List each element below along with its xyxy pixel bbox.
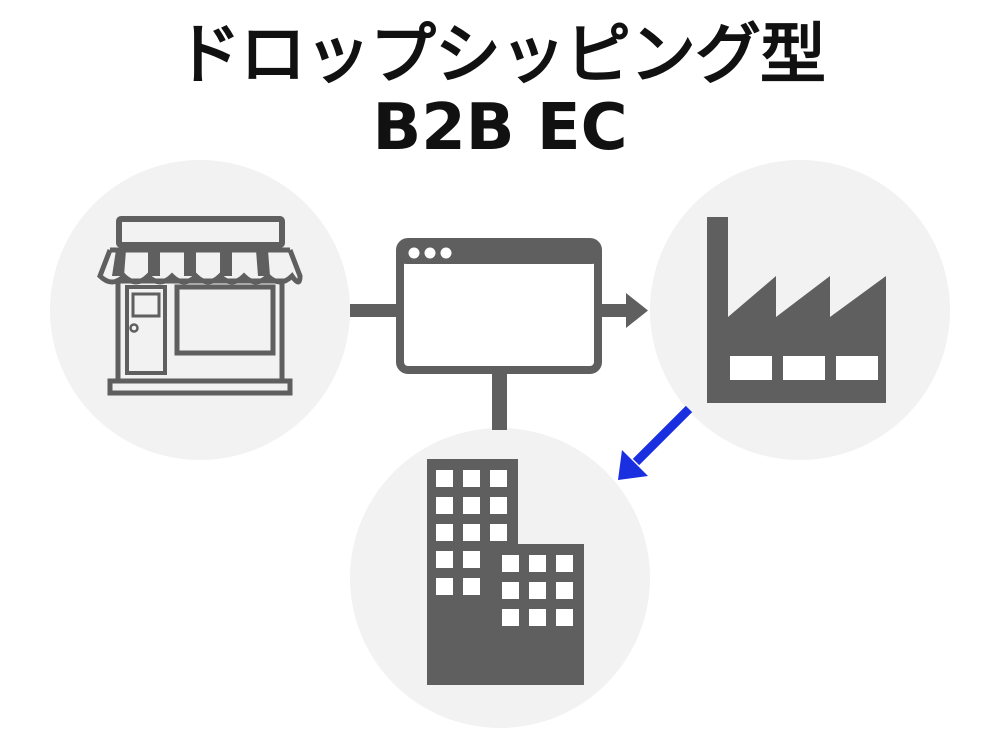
store-node-circle — [50, 160, 350, 460]
storefront-icon — [97, 216, 303, 396]
browser-window-icon — [396, 238, 602, 374]
platform-to-factory-arrow — [600, 293, 648, 328]
title-line-2: B2B EC — [372, 91, 628, 165]
platform-to-company-connector — [492, 370, 507, 430]
store-to-platform-connector — [350, 304, 400, 317]
title-line-1: ドロップシッピング型 — [175, 16, 826, 93]
factory-to-company-arrow — [618, 405, 693, 480]
factory-icon — [707, 217, 886, 403]
office-building-icon — [427, 459, 584, 685]
